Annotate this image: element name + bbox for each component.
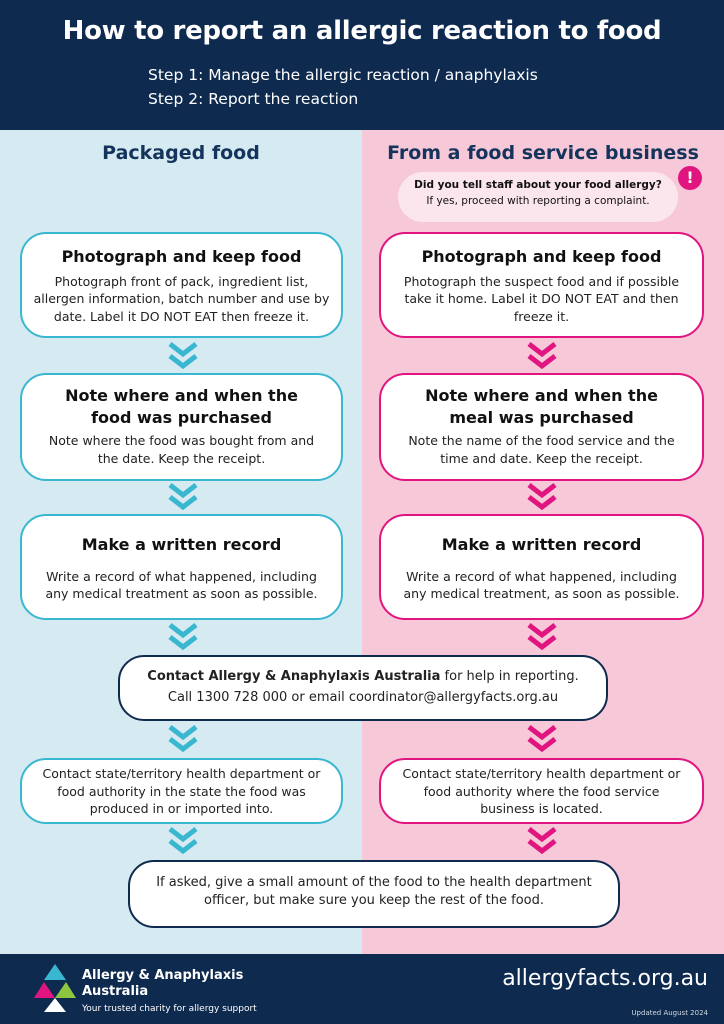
right-chevron-4-icon <box>527 725 557 753</box>
left-purchase-title-2: food was purchased <box>91 407 272 427</box>
left-record-box: Make a written record Write a record of … <box>20 514 343 620</box>
right-authority-box: Contact state/territory health departmen… <box>379 758 704 824</box>
right-purchase-box: Note where and when the meal was purchas… <box>379 373 704 481</box>
logo-line-1: Allergy & Anaphylaxis <box>82 968 244 983</box>
left-purchase-box: Note where and when the food was purchas… <box>20 373 343 481</box>
footer-bar: Allergy & Anaphylaxis Australia Your tru… <box>0 954 724 1024</box>
step-2-text: Step 2: Report the reaction <box>148 90 359 108</box>
right-purchase-title-1: Note where and when the <box>425 386 658 405</box>
updated-date: Updated August 2024 <box>631 1009 708 1017</box>
left-chevron-3-icon <box>168 623 198 651</box>
contact-box: Contact Allergy & Anaphylaxis Australia … <box>118 655 608 721</box>
packaged-food-heading: Packaged food <box>102 142 260 164</box>
left-chevron-4-icon <box>168 725 198 753</box>
header-banner: How to report an allergic reaction to fo… <box>0 0 724 130</box>
left-purchase-text: Note where the food was bought from and … <box>48 433 315 466</box>
left-authority-text: Contact state/territory health departmen… <box>42 766 321 816</box>
callout-question: Did you tell staff about your food aller… <box>414 179 662 191</box>
left-photograph-box: Photograph and keep food Photograph fron… <box>20 232 343 338</box>
left-chevron-2-icon <box>168 483 198 511</box>
right-photograph-box: Photograph and keep food Photograph the … <box>379 232 704 338</box>
left-record-title: Make a written record <box>81 535 282 554</box>
contact-line-1: Contact Allergy & Anaphylaxis Australia … <box>120 668 606 686</box>
right-chevron-3-icon <box>527 623 557 651</box>
contact-help-text: for help in reporting. <box>440 669 579 684</box>
contact-line-2: Call 1300 728 000 or email coordinator@a… <box>167 690 559 706</box>
right-photograph-title: Photograph and keep food <box>421 247 662 266</box>
step-1-text: Step 1: Manage the allergic reaction / a… <box>148 66 538 84</box>
food-service-heading: From a food service business <box>387 142 699 164</box>
left-chevron-5-icon <box>168 827 198 855</box>
left-photograph-title: Photograph and keep food <box>61 247 302 266</box>
right-record-title: Make a written record <box>441 535 642 554</box>
exclamation-alert-icon: ! <box>678 166 702 190</box>
right-record-text: Write a record of what happened, includi… <box>403 568 680 602</box>
website-link[interactable]: allergyfacts.org.au <box>502 966 708 991</box>
right-photograph-text: Photograph the suspect food and if possi… <box>403 273 680 324</box>
contact-org-name: Contact Allergy & Anaphylaxis Australia <box>147 669 441 684</box>
staff-question-callout: Did you tell staff about your food aller… <box>398 172 678 222</box>
left-chevron-1-icon <box>168 342 198 370</box>
left-purchase-title-1: Note where and when the <box>65 386 298 405</box>
right-chevron-1-icon <box>527 342 557 370</box>
logo-text: Allergy & Anaphylaxis Australia <box>82 968 243 999</box>
right-chevron-5-icon <box>527 827 557 855</box>
callout-answer: If yes, proceed with reporting a complai… <box>426 195 650 207</box>
page-title: How to report an allergic reaction to fo… <box>62 16 662 46</box>
final-instruction-text: If asked, give a small amount of the foo… <box>156 875 592 909</box>
left-photograph-text: Photograph front of pack, ingredient lis… <box>33 273 330 324</box>
right-chevron-2-icon <box>527 483 557 511</box>
right-authority-text: Contact state/territory health departmen… <box>402 766 681 816</box>
logo-tagline: Your trusted charity for allergy support <box>82 1004 257 1014</box>
final-instruction-box: If asked, give a small amount of the foo… <box>128 860 620 928</box>
right-record-box: Make a written record Write a record of … <box>379 514 704 620</box>
right-purchase-text: Note the name of the food service and th… <box>408 433 675 466</box>
logo-line-2: Australia <box>82 983 149 999</box>
left-authority-box: Contact state/territory health departmen… <box>20 758 343 824</box>
left-record-text: Write a record of what happened, includi… <box>45 568 318 602</box>
right-purchase-title-2: meal was purchased <box>449 407 634 427</box>
organization-logo-icon <box>34 964 76 1012</box>
